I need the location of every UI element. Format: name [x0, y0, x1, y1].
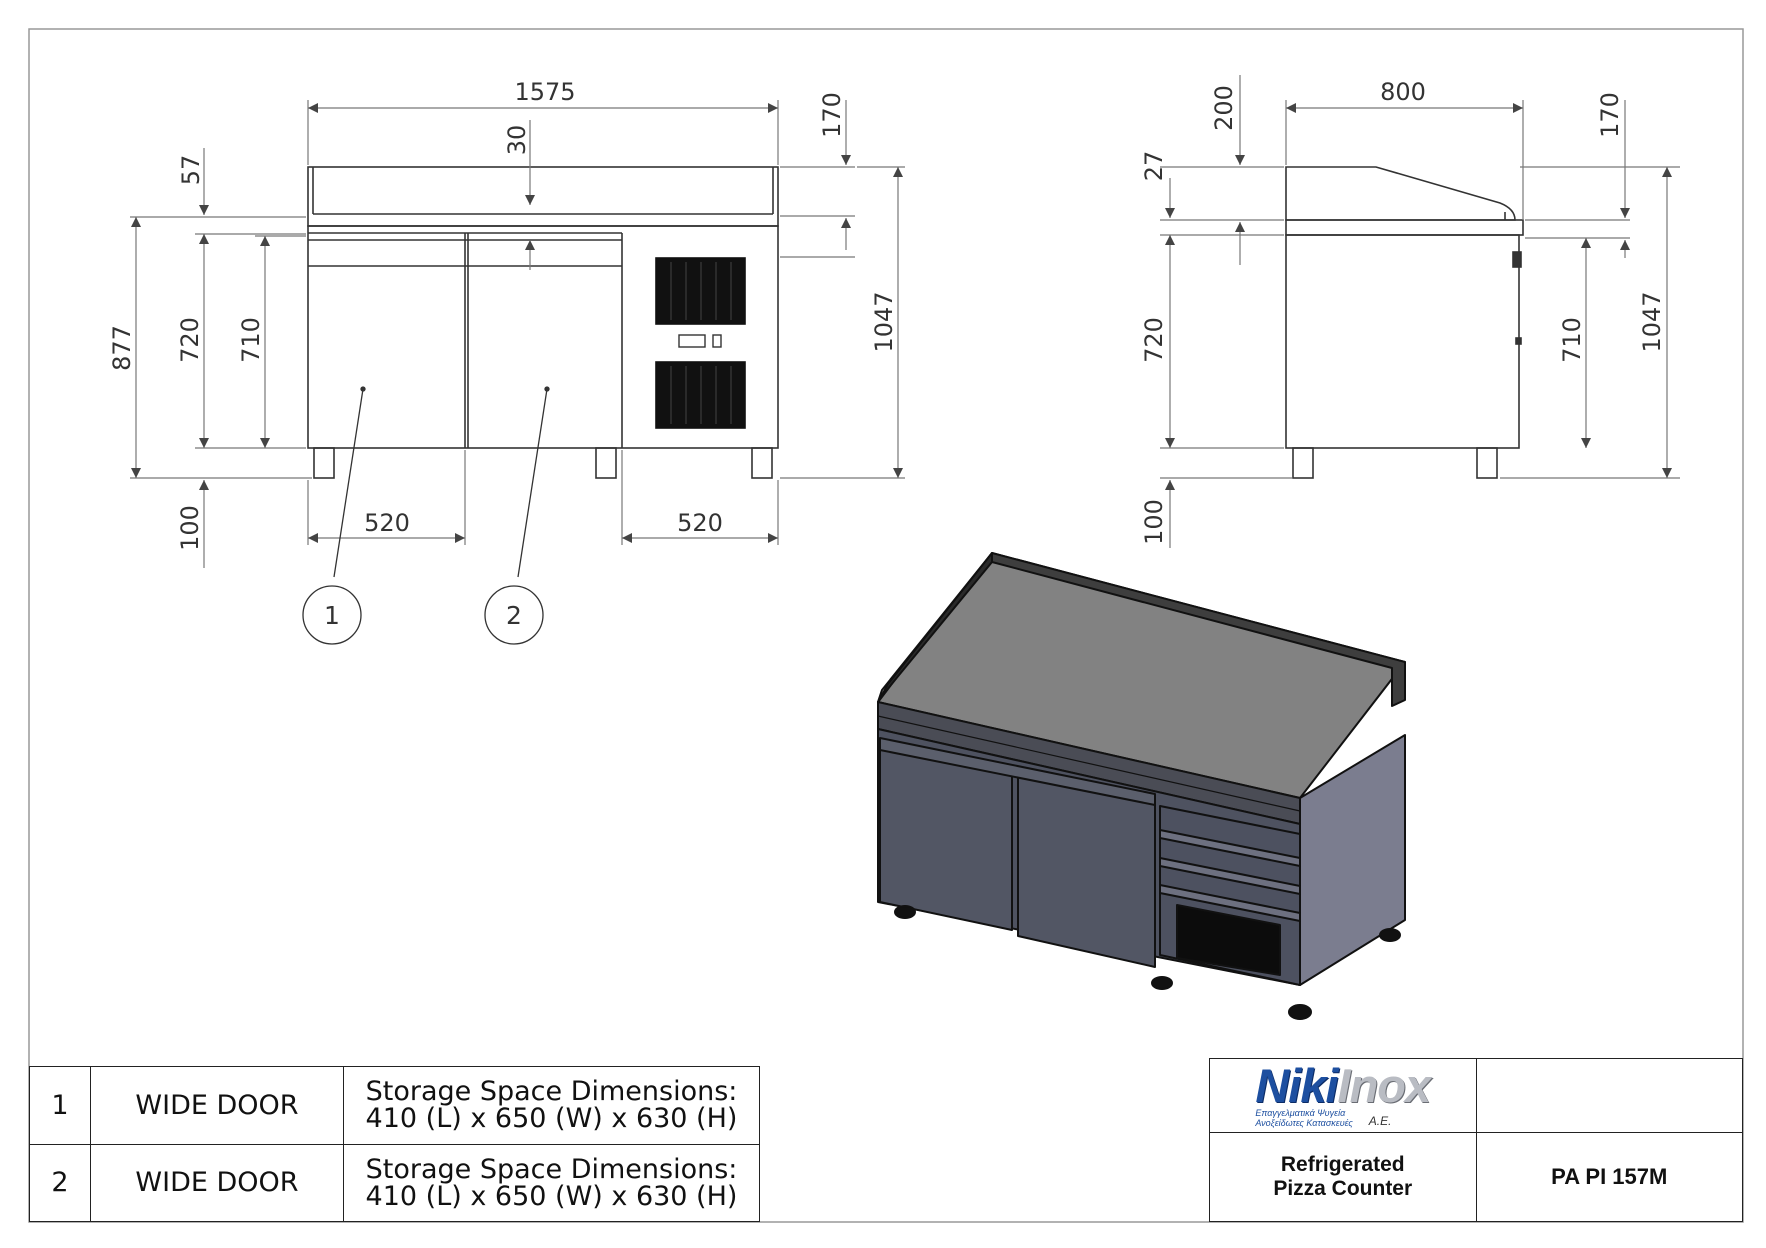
- title-block-empty-cell: [1475, 1058, 1743, 1133]
- table-row: 2 WIDE DOOR Storage Space Dimensions: 41…: [29, 1143, 760, 1222]
- logo-tagline-1: Επαγγελματικά Ψυγεία: [1255, 1107, 1346, 1118]
- dim-720-side: 720: [1140, 317, 1168, 363]
- table-row: 1 WIDE DOOR Storage Space Dimensions: 41…: [29, 1066, 760, 1145]
- part-description-line1: Storage Space Dimensions:: [365, 1153, 738, 1185]
- dim-877: 877: [108, 325, 136, 371]
- side-view: [1285, 166, 1524, 479]
- parts-table: 1 WIDE DOOR Storage Space Dimensions: 41…: [29, 1066, 760, 1222]
- part-number: 2: [29, 1143, 91, 1222]
- dim-1047-side: 1047: [1638, 291, 1666, 352]
- callout-2-label: 2: [506, 601, 522, 630]
- product-description-line1: Refrigerated: [1280, 1153, 1405, 1176]
- dim-1047-front: 1047: [870, 291, 898, 352]
- dim-30: 30: [503, 125, 531, 156]
- dim-100-front: 100: [176, 505, 204, 551]
- part-name: WIDE DOOR: [90, 1143, 344, 1222]
- logo-tagline-2: Ανοξείδωτες Κατασκευές: [1255, 1117, 1353, 1128]
- callout-1-circle: [302, 585, 362, 645]
- part-number: 1: [29, 1066, 91, 1145]
- callout-1-label: 1: [324, 601, 340, 630]
- callout-2-circle: [484, 585, 544, 645]
- callout-leaders: [302, 386, 550, 645]
- dim-200: 200: [1210, 85, 1238, 131]
- dim-710-front: 710: [237, 317, 265, 363]
- dim-27: 27: [1140, 151, 1168, 182]
- part-description: Storage Space Dimensions: 410 (L) x 650 …: [343, 1066, 760, 1145]
- front-view-cooling-grille: [670, 262, 732, 424]
- logo-part-niki: Niki: [1255, 1058, 1338, 1112]
- logo-wordmark: NikiInox: [1255, 1062, 1431, 1109]
- drawing-border: [28, 28, 1744, 1223]
- product-description: Refrigerated Pizza Counter: [1209, 1132, 1477, 1222]
- dim-100-side: 100: [1140, 499, 1168, 545]
- part-name: WIDE DOOR: [90, 1066, 344, 1145]
- dim-170-front: 170: [818, 92, 846, 138]
- dim-520-door: 520: [364, 509, 410, 537]
- model-code: PA PI 157M: [1475, 1132, 1743, 1222]
- part-description-line2: 410 (L) x 650 (W) x 630 (H): [365, 1180, 738, 1212]
- product-description-line2: Pizza Counter: [1273, 1177, 1413, 1200]
- company-logo: NikiInox Επαγγελματικά Ψυγεία Ανοξείδωτε…: [1209, 1058, 1477, 1133]
- part-description: Storage Space Dimensions: 410 (L) x 650 …: [343, 1143, 760, 1222]
- dim-170-side: 170: [1596, 92, 1624, 138]
- part-description-line2: 410 (L) x 650 (W) x 630 (H): [365, 1103, 738, 1135]
- dim-57: 57: [177, 155, 205, 186]
- logo-suffix: A.E.: [1368, 1113, 1392, 1128]
- dim-720-front: 720: [176, 317, 204, 363]
- title-block-row-bottom: Refrigerated Pizza Counter PA PI 157M: [1209, 1132, 1743, 1222]
- dim-520-compartment: 520: [677, 509, 723, 537]
- logo-part-inox: Inox: [1337, 1058, 1432, 1112]
- part-description-line1: Storage Space Dimensions:: [365, 1076, 738, 1108]
- front-view-dimensions: [130, 100, 905, 568]
- dim-1575: 1575: [514, 78, 575, 106]
- title-block: NikiInox Επαγγελματικά Ψυγεία Ανοξείδωτε…: [1209, 1058, 1743, 1222]
- front-view: [307, 166, 779, 479]
- title-block-row-top: NikiInox Επαγγελματικά Ψυγεία Ανοξείδωτε…: [1209, 1058, 1743, 1133]
- side-view-dimensions: [1160, 75, 1680, 548]
- dim-710-side: 710: [1558, 317, 1586, 363]
- dim-800: 800: [1380, 78, 1426, 106]
- isometric-view: [877, 552, 1406, 1020]
